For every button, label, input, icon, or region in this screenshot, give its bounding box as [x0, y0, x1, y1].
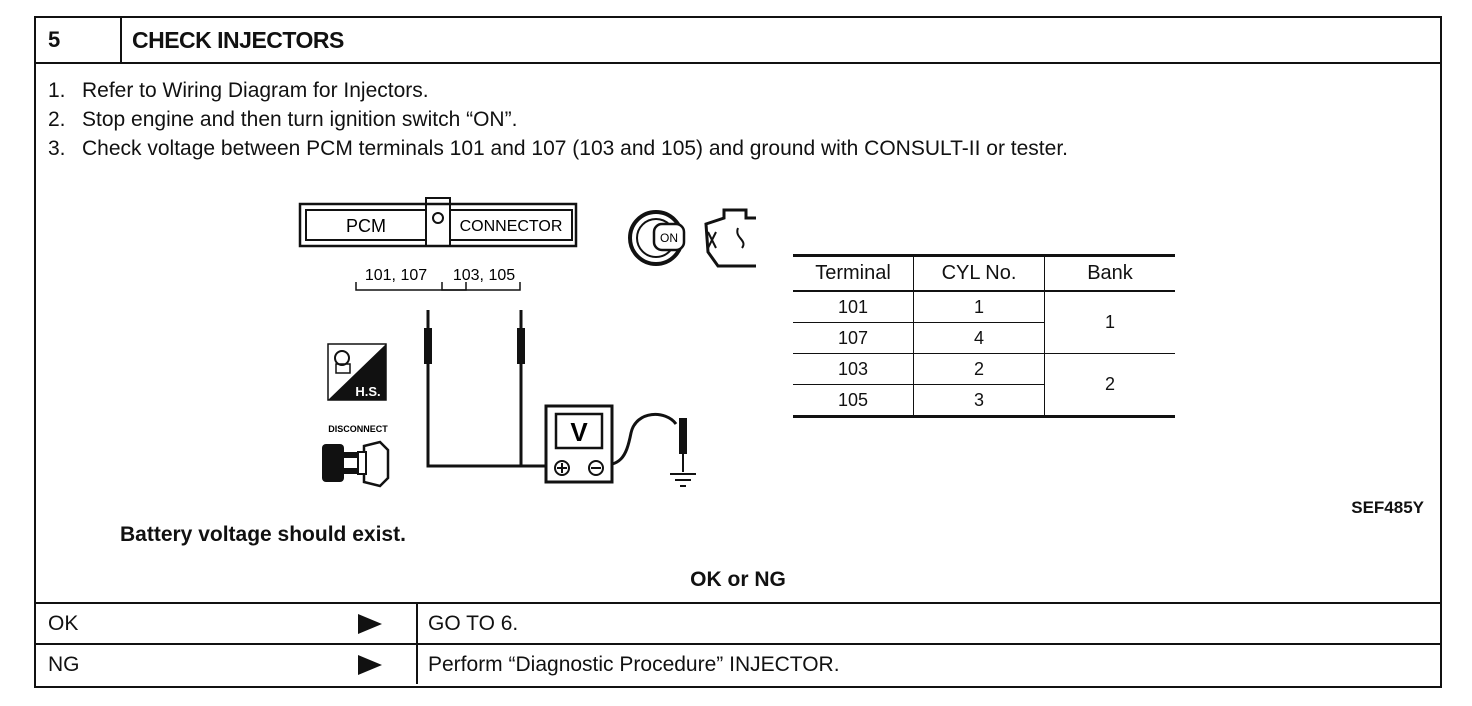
table-row: 101 1 1 — [793, 291, 1175, 354]
pcm-label: PCM — [346, 216, 386, 236]
ground-icon — [670, 473, 696, 487]
meter-label: V — [570, 417, 588, 447]
arrow-right-icon — [358, 655, 382, 675]
procedure-frame: 5 CHECK INJECTORS 1.Refer to Wiring Diag… — [34, 16, 1442, 688]
expected-result-note: Battery voltage should exist. — [120, 523, 406, 546]
connector-label: CONNECTOR — [460, 218, 563, 235]
terminal-label-a: 101, 107 — [365, 267, 427, 284]
disconnect-label: DISCONNECT — [328, 424, 388, 434]
bank-cell: 1 — [1044, 291, 1175, 354]
table-row: 103 2 2 — [793, 353, 1175, 418]
table-row: 107 4 — [793, 322, 1175, 354]
instruction-item: 1.Refer to Wiring Diagram for Injectors. — [48, 79, 429, 102]
column-header-terminal: Terminal — [793, 254, 914, 292]
probe-leads — [424, 310, 687, 472]
result-row-ok: OK GO TO 6. — [36, 602, 1440, 643]
bank-cell: 2 — [1044, 353, 1175, 418]
result-row-ng: NG Perform “Diagnostic Procedure” INJECT… — [36, 643, 1440, 684]
terminal-table: Terminal CYL No. Bank 101 1 1 107 4 103 … — [793, 254, 1175, 418]
result-action: Perform “Diagnostic Procedure” INJECTOR. — [428, 653, 840, 676]
pcm-connector: PCM CONNECTOR — [298, 197, 578, 248]
step-title: CHECK INJECTORS — [132, 27, 344, 53]
table-row: 105 3 — [793, 384, 1175, 418]
instruction-item: 3.Check voltage between PCM terminals 10… — [48, 137, 1068, 160]
terminal-label-b: 103, 105 — [453, 267, 515, 284]
instruction-list: 1.Refer to Wiring Diagram for Injectors.… — [48, 76, 1068, 163]
arrow-right-icon — [358, 614, 382, 634]
harness-sensor-icon: H.S. — [327, 343, 387, 401]
column-header-bank: Bank — [1044, 254, 1175, 292]
result-key: OK — [48, 612, 79, 635]
key-label: ON — [660, 231, 678, 245]
wiring-diagram: PCM CONNECTOR 101, 107 103, 105 — [298, 197, 756, 488]
result-action: GO TO 6. — [428, 612, 519, 635]
engine-icon — [704, 208, 756, 268]
result-title: OK or NG — [690, 568, 786, 591]
terminal-table-wrap: Terminal CYL No. Bank 101 1 1 107 4 103 … — [793, 254, 1175, 418]
result-key: NG — [48, 653, 80, 676]
disconnect-connector-icon: DISCONNECT — [322, 424, 390, 488]
procedure-header: 5 CHECK INJECTORS — [36, 18, 1440, 64]
instruction-item: 2.Stop engine and then turn ignition swi… — [48, 108, 518, 131]
column-header-cyl: CYL No. — [913, 254, 1045, 292]
ignition-key-icon: ON — [628, 210, 686, 266]
figure-reference: SEF485Y — [1351, 498, 1424, 517]
voltmeter-icon: V — [544, 404, 614, 484]
hs-label: H.S. — [355, 384, 380, 399]
step-number: 5 — [36, 18, 122, 62]
